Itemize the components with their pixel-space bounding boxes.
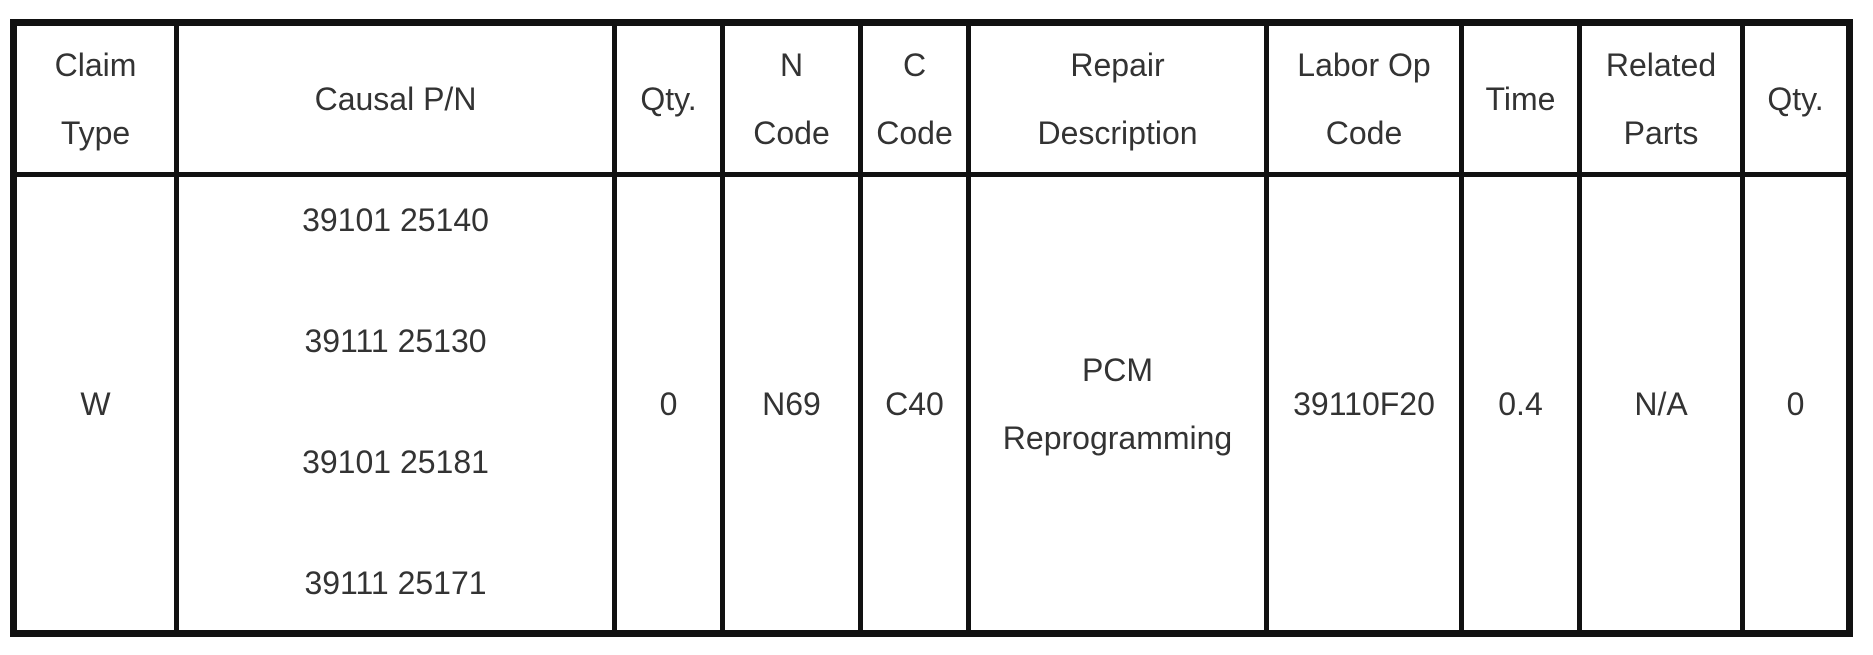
header-related-qty: Qty. [1740,20,1852,177]
header-claim-type: Claim Type [11,20,179,177]
repair-description-line-1: PCM [1081,351,1154,388]
table-row: W 39101 25140 39111 25130 39101 25181 39… [11,172,1852,636]
header-n-code-line-1: N [779,47,804,83]
header-claim-type-line-1: Claim [54,47,137,83]
header-c-code-line-2: Code [876,115,953,151]
header-related-parts-line-1: Related [1605,47,1717,83]
header-claim-type-line-2: Type [60,115,131,151]
causal-pn-list: 39101 25140 39111 25130 39101 25181 3911… [182,194,610,614]
repair-description-line-2: Reprogramming [1002,419,1233,456]
header-row: Claim Type Causal P/N Qty. N Code C Code… [11,20,1852,177]
header-causal-pn: Causal P/N [174,20,617,177]
header-labor-op-code-line-2: Code [1325,115,1403,151]
header-labor-op-code-line-1: Labor Op [1297,47,1431,83]
causal-pn-item: 39111 25171 [304,565,487,602]
cell-qty: 0 [612,172,725,636]
cell-labor-op-code: 39110F20 [1264,172,1464,636]
header-qty: Qty. [612,20,725,177]
cell-time: 0.4 [1459,172,1582,636]
causal-pn-item: 39101 25140 [302,201,489,238]
header-repair-description-line-1: Repair [1070,47,1165,83]
header-causal-pn-line-1: Causal P/N [314,81,477,117]
header-n-code: N Code [720,20,863,177]
header-related-parts-line-2: Parts [1623,115,1699,151]
header-c-code: C Code [858,20,971,177]
header-related-parts: Related Parts [1577,20,1745,177]
header-qty-line-1: Qty. [640,81,697,117]
causal-pn-item: 39101 25181 [302,444,489,481]
causal-pn-item: 39111 25130 [304,322,487,359]
header-c-code-line-1: C [902,47,927,83]
header-time-line-1: Time [1485,81,1556,117]
cell-repair-description: PCM Reprogramming [966,172,1269,636]
cell-related-parts: N/A [1577,172,1745,636]
header-repair-description-line-2: Description [1037,115,1198,151]
cell-c-code: C40 [858,172,971,636]
header-repair-description: Repair Description [966,20,1269,177]
header-time: Time [1459,20,1582,177]
header-labor-op-code: Labor Op Code [1264,20,1464,177]
cell-causal-pn: 39101 25140 39111 25130 39101 25181 3911… [174,172,617,636]
header-n-code-line-2: Code [753,115,830,151]
cell-related-qty: 0 [1740,172,1852,636]
cell-claim-type: W [11,172,179,636]
cell-n-code: N69 [720,172,863,636]
header-related-qty-line-1: Qty. [1767,81,1824,117]
warranty-claim-table: Claim Type Causal P/N Qty. N Code C Code… [10,19,1853,637]
